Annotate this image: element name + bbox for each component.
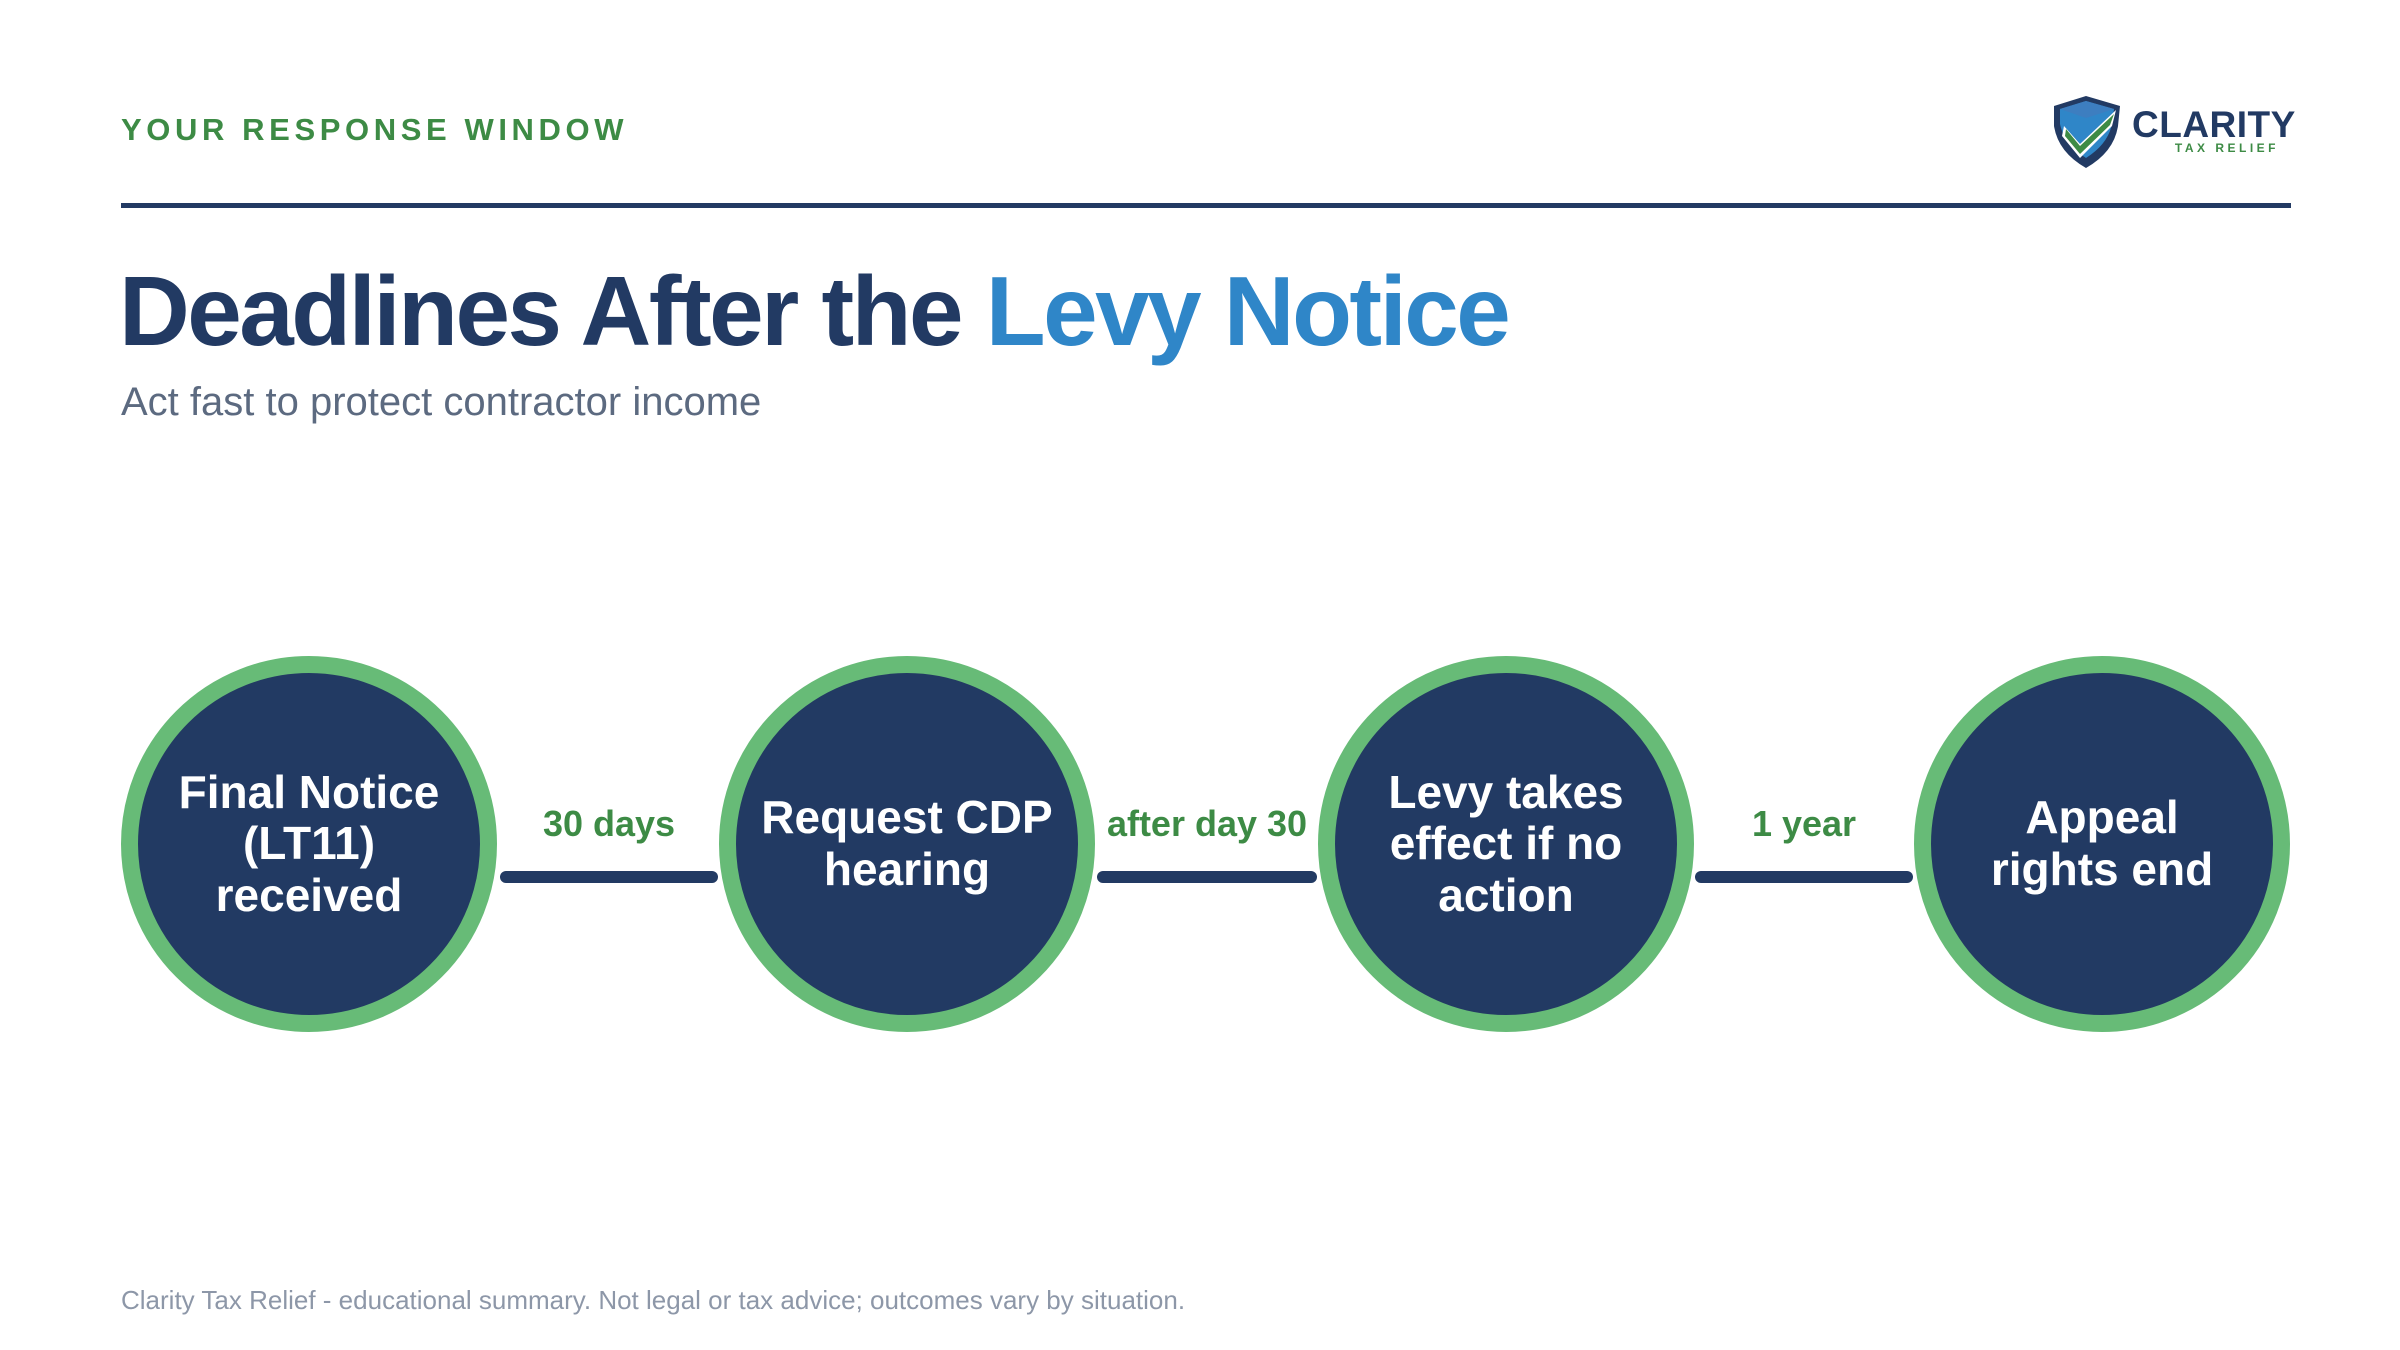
timeline-connector	[1695, 871, 1913, 883]
step-label: Final Notice (LT11) received	[178, 765, 440, 921]
interval-label: 30 days	[542, 803, 676, 844]
title-main: Deadlines After the	[119, 256, 986, 366]
page-subtitle: Act fast to protect contractor income	[121, 380, 762, 424]
clarity-logo: CLARITY TAX RELIEF	[2050, 96, 2295, 168]
logo-tagline: TAX RELIEF	[2174, 141, 2279, 155]
interval-label: 1 year	[1751, 803, 1857, 844]
timeline-step-levy-effect: Levy takes effect if no action	[1318, 656, 1694, 1032]
eyebrow-label: YOUR RESPONSE WINDOW	[121, 112, 629, 147]
step-label: Request CDP hearing	[761, 791, 1053, 895]
step-label: Appeal rights end	[1990, 791, 2214, 895]
title-accent: Levy Notice	[985, 256, 1511, 366]
timeline-step-cdp-hearing: Request CDP hearing	[719, 656, 1095, 1032]
timeline-step-final-notice: Final Notice (LT11) received	[121, 656, 497, 1032]
logo-wordmark: CLARITY	[2132, 104, 2296, 145]
header-divider	[121, 203, 2291, 208]
interval-label: after day 30	[1106, 803, 1308, 844]
page-title: Deadlines After the Levy Notice	[119, 260, 1511, 363]
disclaimer-footer: Clarity Tax Relief - educational summary…	[121, 1285, 1186, 1315]
step-label: Levy takes effect if no action	[1388, 765, 1624, 921]
timeline-connector	[500, 871, 718, 883]
shield-check-icon	[2054, 96, 2120, 168]
timeline-connector	[1097, 871, 1317, 883]
timeline-step-appeal-end: Appeal rights end	[1914, 656, 2290, 1032]
